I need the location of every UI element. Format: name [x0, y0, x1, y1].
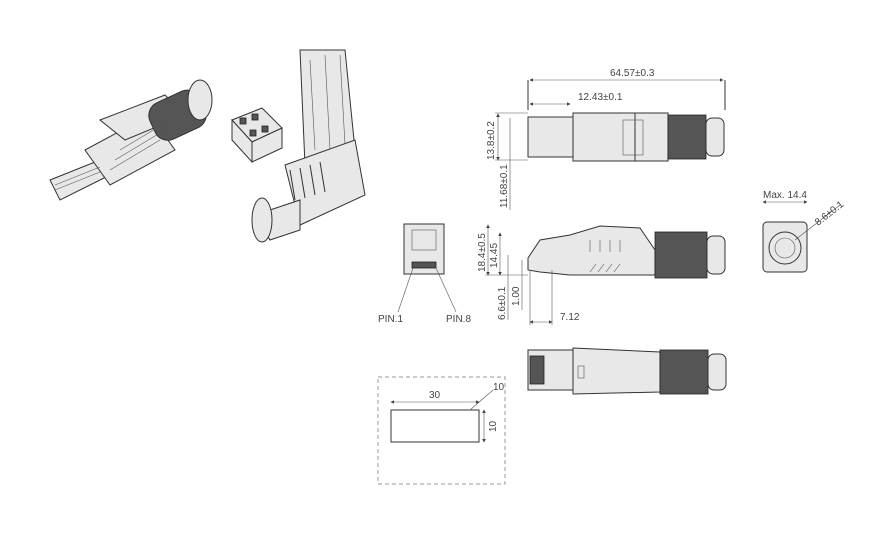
- dim-label-corner: 10: [493, 382, 505, 393]
- wire-manager: [231, 107, 283, 164]
- connector-isometric-assembled: [49, 79, 213, 201]
- connector-isometric-open: [251, 49, 366, 243]
- pin-1-label: PIN.1: [378, 314, 403, 325]
- label-area: [377, 376, 506, 485]
- dim-label-height: 10: [488, 420, 499, 432]
- pin-8-label: PIN.8: [446, 314, 471, 325]
- connector-top-view: [495, 78, 726, 210]
- dim-offset: 1.00: [511, 286, 522, 306]
- dim-width: 13.8±0.2: [486, 121, 497, 160]
- connector-end-view: [762, 200, 841, 273]
- dim-tip-length: 7.12: [560, 312, 580, 323]
- dim-label-width: 30: [429, 390, 441, 401]
- dim-max-width: Max. 14.4: [763, 190, 807, 201]
- connector-bottom-view: [527, 347, 727, 395]
- dim-latch-length: 12.43±0.1: [578, 92, 623, 103]
- dim-cable-diameter: 8.6±0.1: [813, 199, 846, 228]
- connector-side-view: [485, 224, 726, 325]
- connector-front-view: [397, 223, 457, 313]
- dim-total-height: 18.4±0.5: [477, 233, 488, 272]
- dim-height: 14.45: [489, 243, 500, 268]
- dim-plug-width: 11.68±0.1: [499, 164, 510, 208]
- dim-overall-length: 64.57±0.3: [610, 68, 655, 79]
- dim-plug-height: 6.6±0.1: [497, 286, 508, 320]
